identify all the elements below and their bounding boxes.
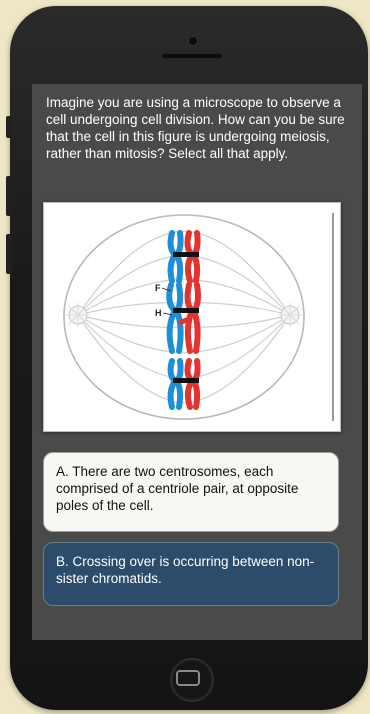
volume-down-button <box>6 234 12 274</box>
cell-division-diagram: F H <box>44 203 340 431</box>
front-camera <box>188 36 198 46</box>
answer-option-b[interactable]: B. Crossing over is occurring between no… <box>43 542 339 606</box>
cell-outline <box>64 215 304 419</box>
screen: Imagine you are using a microscope to ob… <box>32 84 362 640</box>
home-button-icon <box>176 670 200 686</box>
chromosome-pair-1 <box>171 233 199 281</box>
label-f: F <box>155 283 161 293</box>
left-centrosome-icon <box>66 303 90 327</box>
chromosome-pair-2 <box>169 285 199 351</box>
chromosome-pair-3 <box>171 361 199 407</box>
volume-up-button <box>6 176 12 216</box>
earpiece-speaker <box>162 54 222 58</box>
question-text: Imagine you are using a microscope to ob… <box>46 94 346 162</box>
right-centrosome-icon <box>278 303 302 327</box>
label-h: H <box>155 308 162 318</box>
meiosis-figure: F H <box>43 202 341 432</box>
mute-switch <box>6 116 12 138</box>
answer-option-a[interactable]: A. There are two centrosomes, each compr… <box>43 452 339 532</box>
